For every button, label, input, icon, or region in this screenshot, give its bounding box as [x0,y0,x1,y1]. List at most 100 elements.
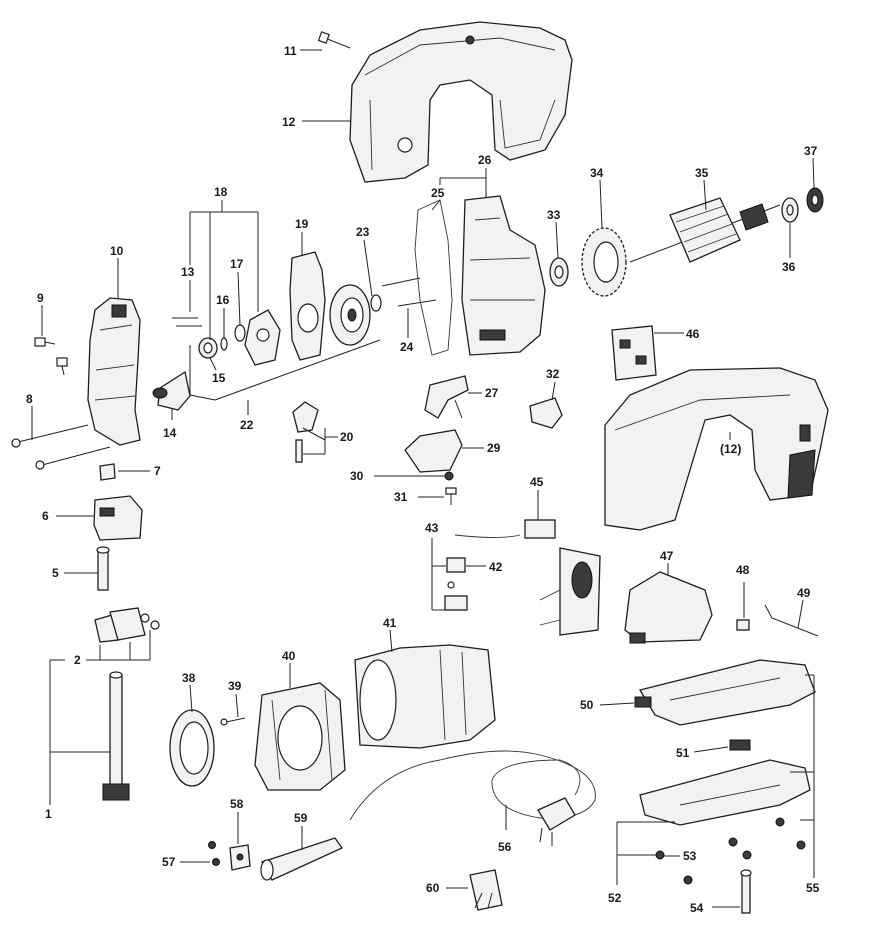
part-29-clamp [404,429,463,473]
part-22-gear-wheel [329,284,371,346]
label-7: 7 [154,464,161,478]
label-26: 26 [478,153,492,167]
label-35: 35 [695,166,709,180]
label-40: 40 [282,649,296,663]
label-17: 17 [230,257,244,271]
part-27-lever [424,375,469,419]
label-23: 23 [356,225,370,239]
part-14-lever [152,370,191,411]
label-18: 18 [214,185,228,199]
part-8-long-bolts [11,424,111,470]
label-58: 58 [230,797,244,811]
label-60: 60 [426,881,440,895]
label-51: 51 [676,746,690,760]
label-47: 47 [660,549,674,563]
part-5-pin [96,546,110,591]
part-18-eccentric [244,309,281,366]
part-40-field-coil [254,682,346,791]
part-48-nut [736,619,750,631]
label-33: 33 [547,208,561,222]
part-41-motor-housing [354,644,496,749]
part-36-bearing [781,197,799,223]
part-32-clip [529,397,563,429]
label-46: 46 [686,327,700,341]
label-1: 1 [45,807,52,821]
label-50: 50 [580,698,594,712]
label-19: 19 [295,217,309,231]
part-12-assembled-housing [604,367,829,531]
part-23-washer [370,294,382,312]
part-39-screw [220,717,246,726]
part-13-pins [172,317,202,327]
label-37: 37 [804,144,818,158]
part-47-cover [624,571,713,644]
part-33-bearing [549,257,569,287]
part-7-cap [99,463,116,481]
label-10: 10 [110,244,124,258]
label-36: 36 [782,260,796,274]
part-55-base-lower [639,759,811,826]
part-49-hex-key [764,604,819,637]
part-30-screw [444,471,454,481]
label-34: 34 [590,166,604,180]
label-49: 49 [797,586,811,600]
label-6: 6 [42,509,49,523]
label-39: 39 [228,679,242,693]
part-35-armature [629,197,781,263]
part-57-screws [208,841,220,866]
part-17-washer [234,324,246,342]
part-54-bolt [740,869,752,914]
part-37-bearing [806,187,824,213]
label-5: 5 [52,566,59,580]
label-32: 32 [546,367,560,381]
label-38: 38 [182,671,196,685]
label-20: 20 [340,430,354,444]
label-22: 22 [240,418,254,432]
label-2: 2 [74,653,81,667]
part-20-spring-pin [292,401,319,463]
part-38-end-cap [169,709,215,787]
label-13: 13 [181,265,195,279]
label-54: 54 [690,901,704,915]
part-53-screws [655,817,806,885]
part-56-power-cord [349,750,596,846]
label-42: 42 [489,560,503,574]
leader-lines [31,49,815,908]
label-12b: (12) [720,442,741,456]
part-26-motor-bracket [461,195,546,356]
part-labels: 11 12 18 19 23 26 25 10 13 17 16 9 15 8 … [26,44,820,915]
label-30: 30 [350,469,364,483]
part-51-small-plate [729,739,751,751]
label-11: 11 [284,44,297,58]
label-55: 55 [806,881,820,895]
label-12: 12 [282,115,296,129]
label-45: 45 [530,475,544,489]
part-25-gasket [414,199,453,356]
label-59: 59 [294,811,308,825]
part-12-housing-half [349,21,573,183]
part-1-plunger-rod [102,671,130,801]
label-48: 48 [736,563,750,577]
label-41: 41 [383,616,397,630]
part-24-bolts [381,277,437,307]
part-46-switch [611,325,657,381]
label-43: 43 [425,521,439,535]
part-10-gear-housing [87,297,141,446]
part-58-cord-clamp [229,844,251,871]
part-19-carrier [289,251,326,361]
part-45-electronics [454,519,601,636]
part-42-brush [446,557,466,589]
label-14: 14 [163,426,177,440]
label-52: 52 [608,891,622,905]
label-8: 8 [26,392,33,406]
part-16-ring [220,337,228,351]
label-31: 31 [394,490,408,504]
part-11-screw [317,31,351,49]
part-43-brush-holder [444,595,468,611]
label-56: 56 [498,840,512,854]
part-15-bearing [198,337,218,359]
label-25: 25 [431,186,445,200]
part-31-screw [445,487,457,505]
label-24: 24 [400,340,414,354]
